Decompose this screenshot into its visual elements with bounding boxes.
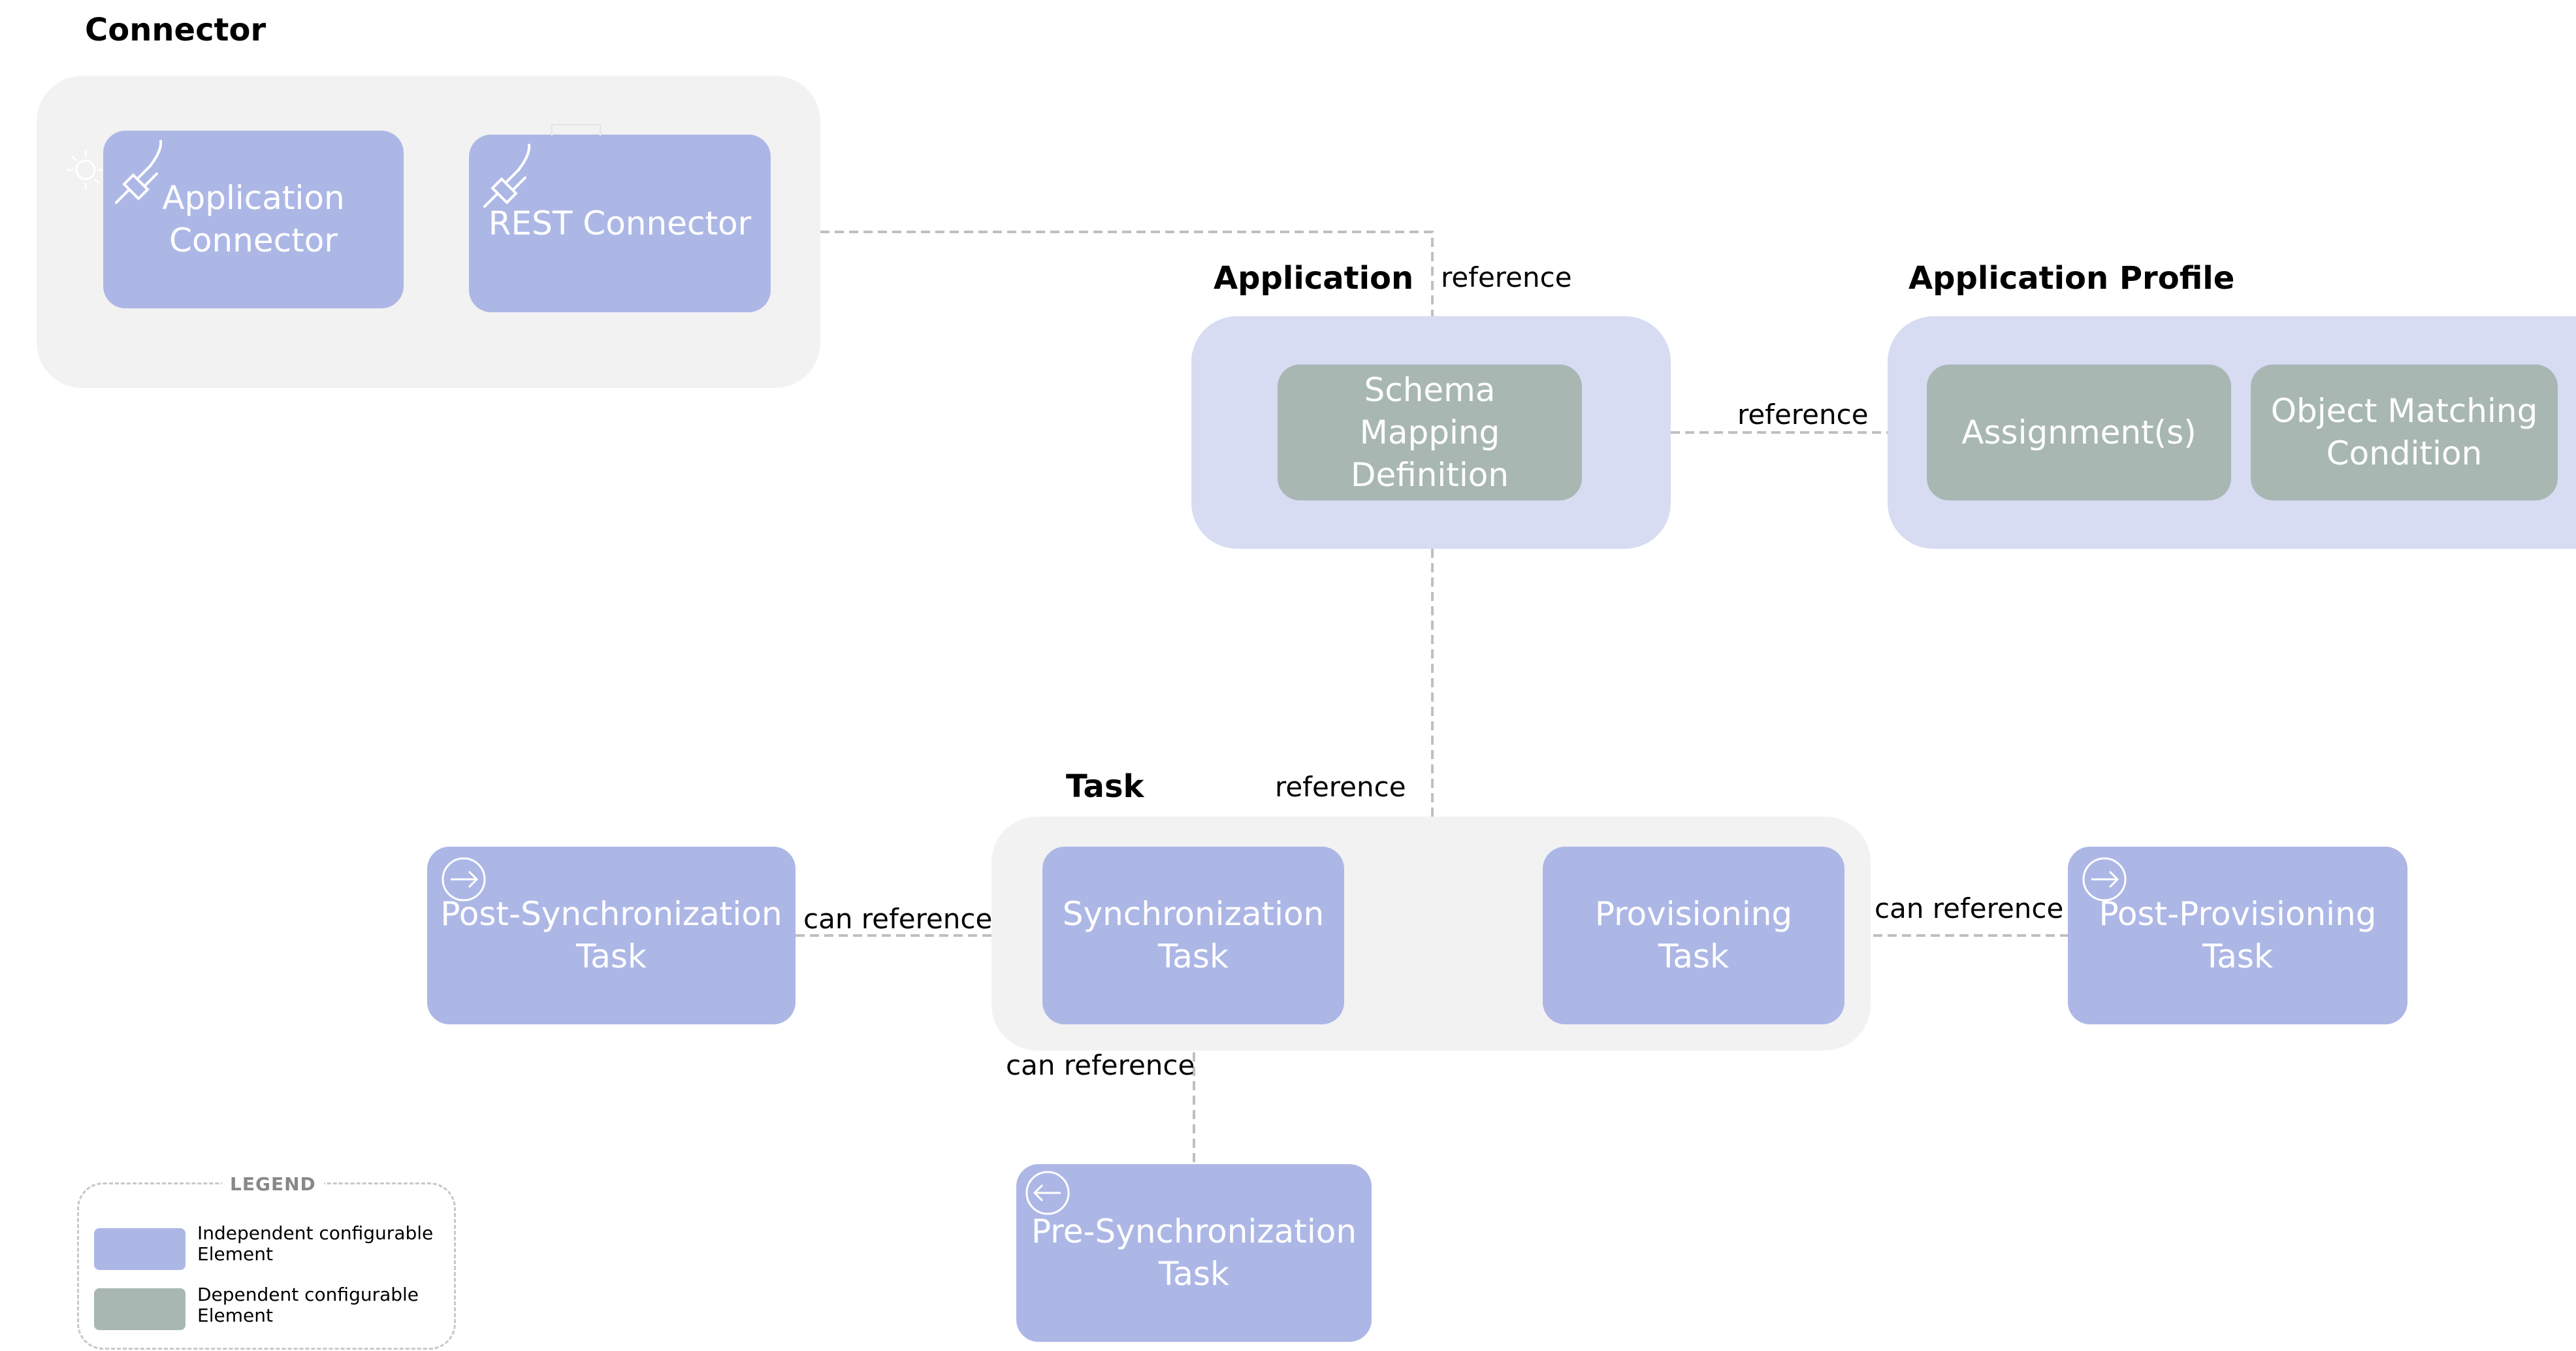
plug-icon [115,140,163,204]
group-title-application-profile: Application Profile [1908,260,2235,297]
legend-title: LEGEND [230,1173,316,1195]
post-synchronization-task-box[interactable]: Post-Synchronization Task [427,847,796,1024]
assignments-box[interactable]: Assignment(s) [1927,365,2231,500]
rest-connector-box[interactable]: REST Connector [469,135,771,312]
arrow-right-circle-icon [2082,857,2127,902]
edge-label-application-task: reference [1275,771,1406,803]
arrow-right-circle-icon [442,857,486,902]
edge-label-sync-post-sync: can reference [803,903,993,935]
group-title-connector: Connector [85,12,266,48]
group-title-task: Task [1066,768,1144,805]
synchronization-task-box[interactable]: Synchronization Task [1042,847,1344,1024]
object-matching-box[interactable]: Object Matching Condition [2251,365,2558,500]
legend-swatch-independent [94,1228,185,1270]
schema-mapping-box[interactable]: Schema Mapping Definition [1278,365,1582,500]
edge-label-connector-application: reference [1441,261,1572,293]
legend-label-independent: Independent configurable Element [197,1222,434,1265]
arrow-left-circle-icon [1025,1171,1070,1215]
edge-label-sync-pre-sync: can reference [1006,1049,1195,1081]
line-connector-application [820,231,1434,316]
plug-icon [483,144,531,208]
legend-label-dependent: Dependent configurable Element [197,1284,419,1327]
legend-title-wrap: LEGEND [222,1173,324,1195]
legend-swatch-dependent [94,1288,185,1330]
group-title-application: Application [1214,260,1414,297]
pre-synchronization-task-box[interactable]: Pre-Synchronization Task [1016,1164,1372,1342]
edge-label-application-profile: reference [1737,399,1869,431]
edge-label-prov-post-prov: can reference [1875,892,2064,924]
tab-outline [551,124,601,136]
provisioning-task-box[interactable]: Provisioning Task [1543,847,1844,1024]
gear-icon [67,150,105,189]
